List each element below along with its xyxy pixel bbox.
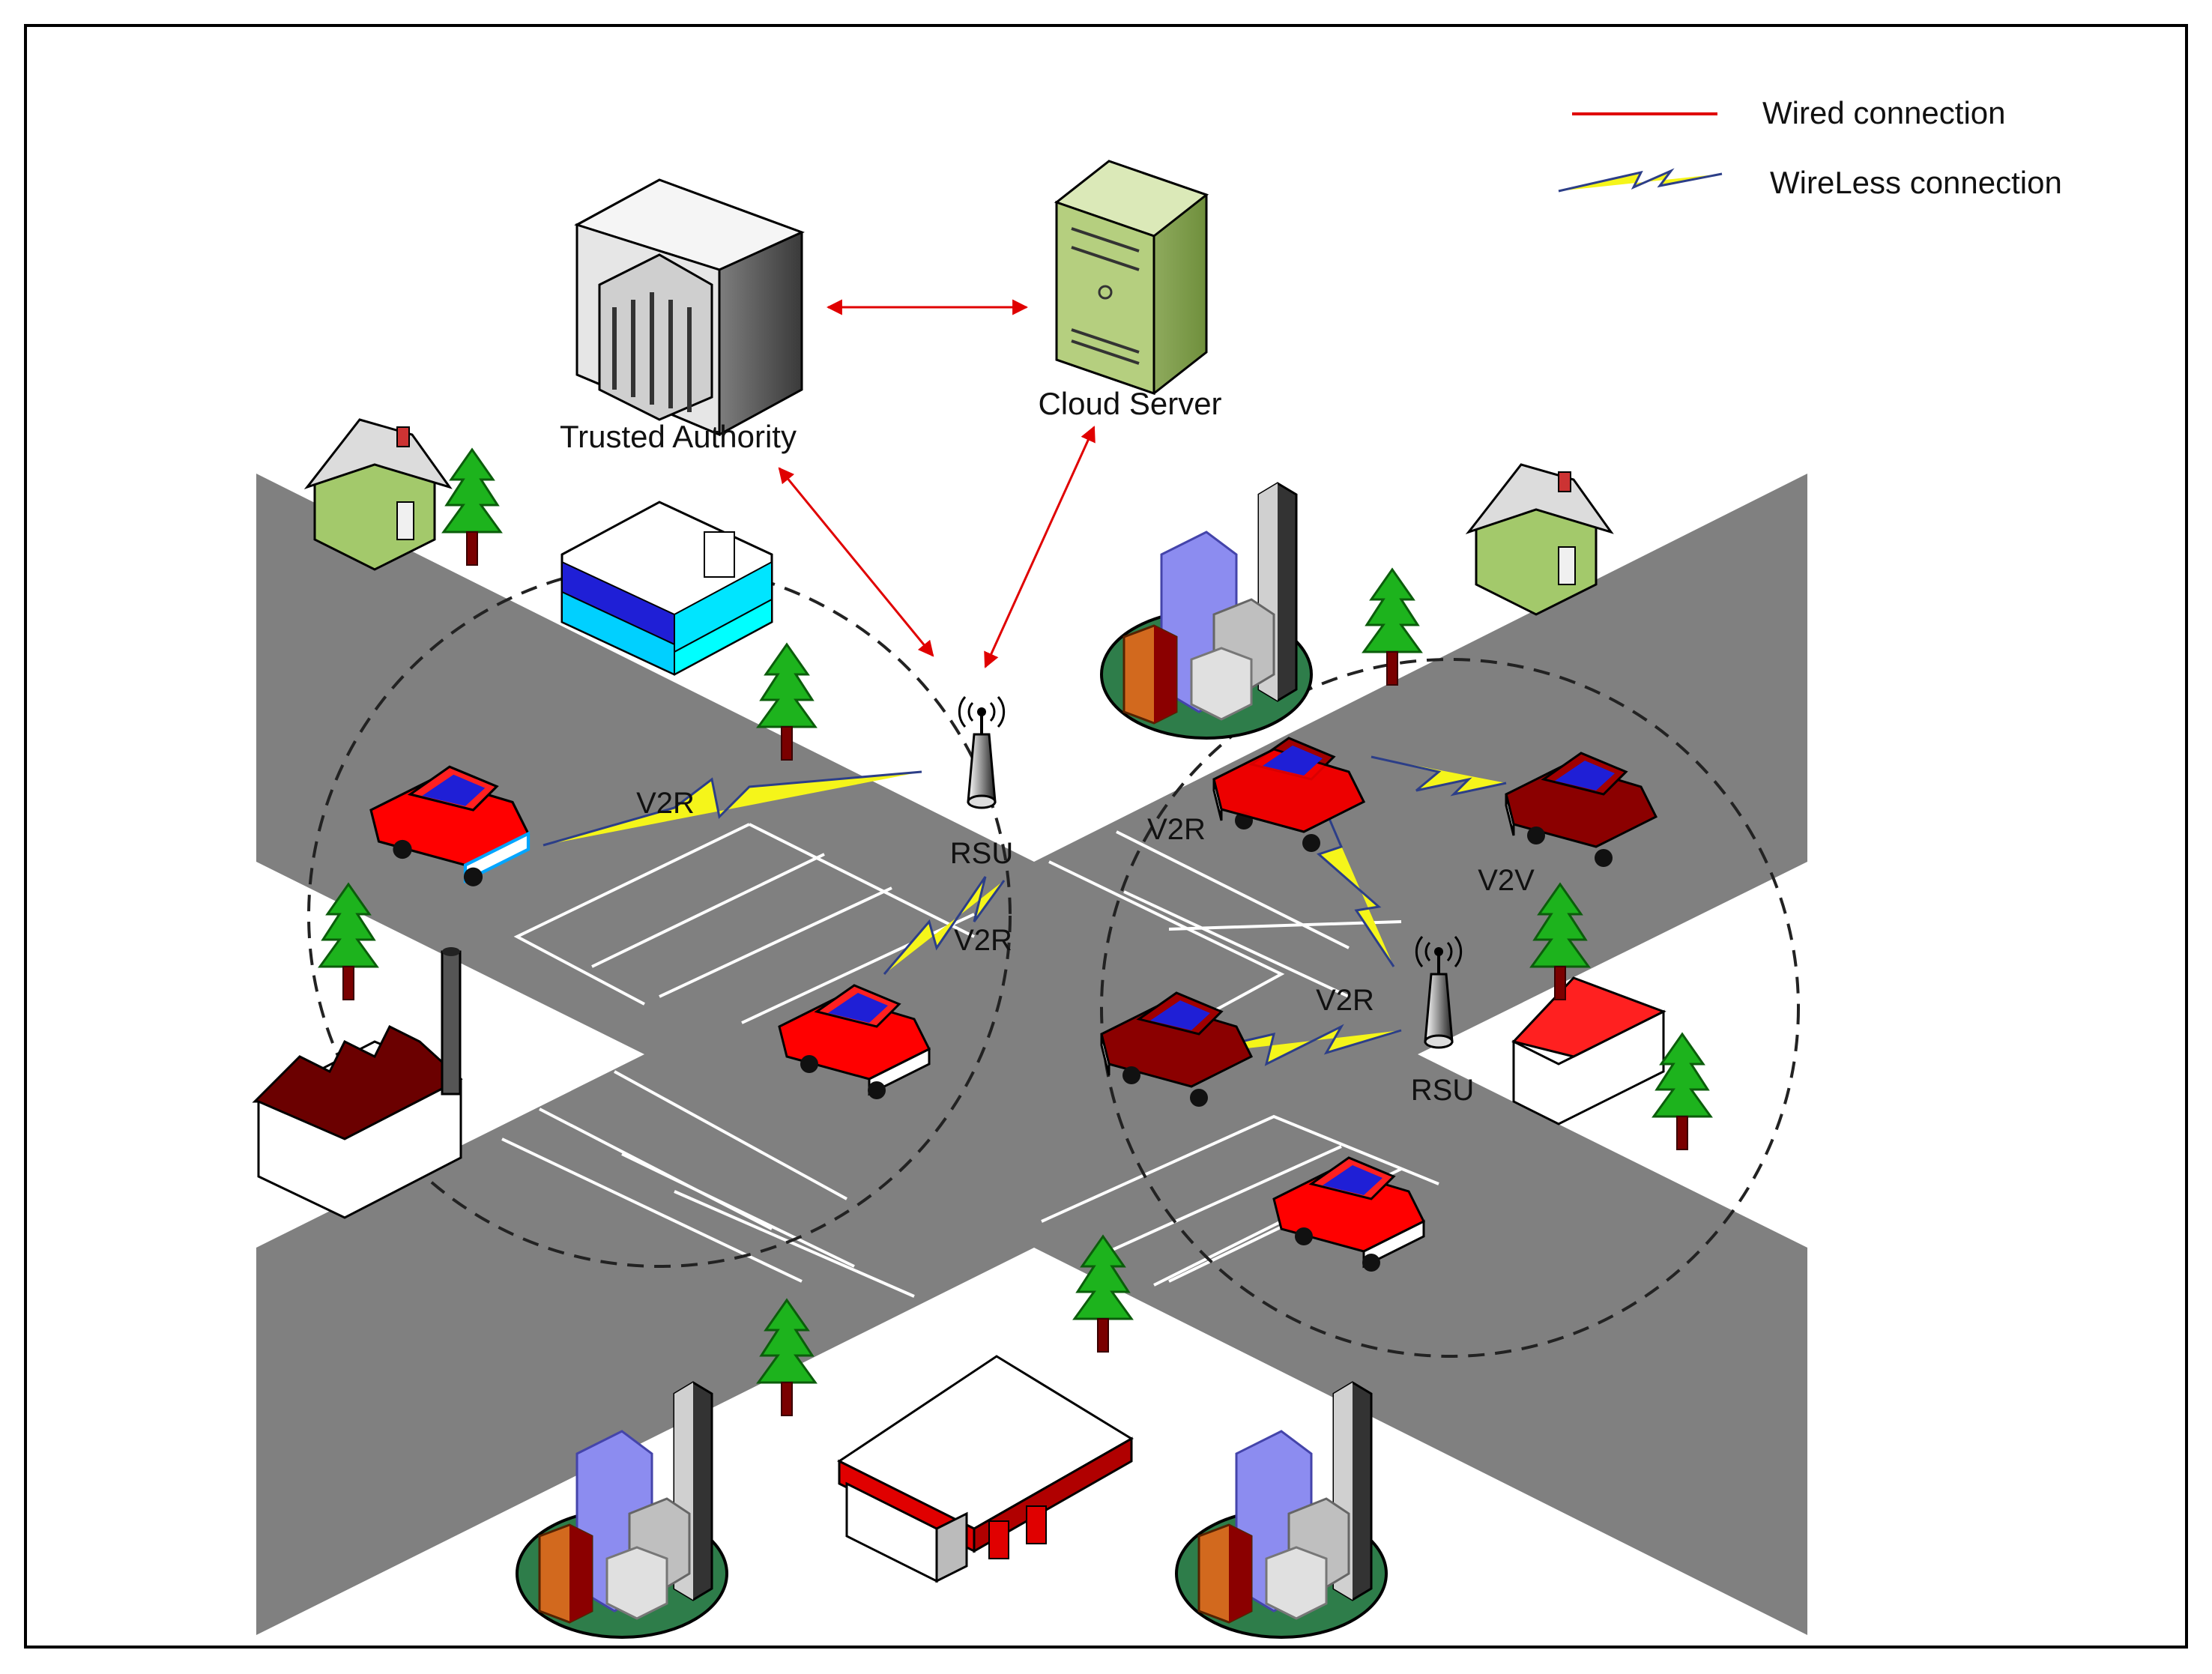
labels: Trusted Authority Cloud Server RSU RSU V… [560, 386, 1535, 1107]
wireless-links [543, 755, 1507, 1066]
rsu-left-label: RSU [950, 837, 1013, 870]
v2r-label-1: V2R [636, 787, 695, 820]
red-house-icon [1511, 976, 1666, 1125]
wired-links [778, 299, 1096, 668]
cloud-server-label: Cloud Server [1038, 386, 1221, 421]
city-bottom-right-icon [1175, 1381, 1388, 1639]
legend-wired-label: Wired connection [1762, 95, 2006, 130]
v2r-label-4: V2R [1316, 984, 1374, 1017]
cloud-server-icon [1054, 160, 1209, 396]
v2r-label-2: V2R [954, 924, 1012, 957]
gas-station-icon [837, 1355, 1134, 1583]
lane-markings [501, 823, 1439, 1298]
office-building-icon [560, 501, 773, 676]
rsu-left-icon [958, 695, 1006, 809]
house-top-left-icon [306, 418, 451, 571]
legend-wireless-swatch [1558, 168, 1723, 193]
rsu-right-coverage [1100, 658, 1800, 1358]
city-top-icon [1100, 482, 1313, 740]
figure-border [24, 24, 2188, 1649]
factory-icon [252, 947, 463, 1219]
rsu-right-label: RSU [1411, 1074, 1474, 1107]
legend-wireless-label: WireLess connection [1770, 165, 2062, 200]
trusted-authority-label: Trusted Authority [560, 419, 797, 454]
trusted-authority-building-icon [574, 178, 805, 437]
v2r-label-3: V2R [1147, 813, 1206, 846]
car-right-top-red-body [1212, 746, 1366, 833]
car-left-icon [369, 765, 531, 886]
legend: Wired connection WireLess connection [1558, 95, 2062, 200]
roads [256, 474, 1807, 1635]
v2v-label: V2V [1478, 864, 1535, 897]
